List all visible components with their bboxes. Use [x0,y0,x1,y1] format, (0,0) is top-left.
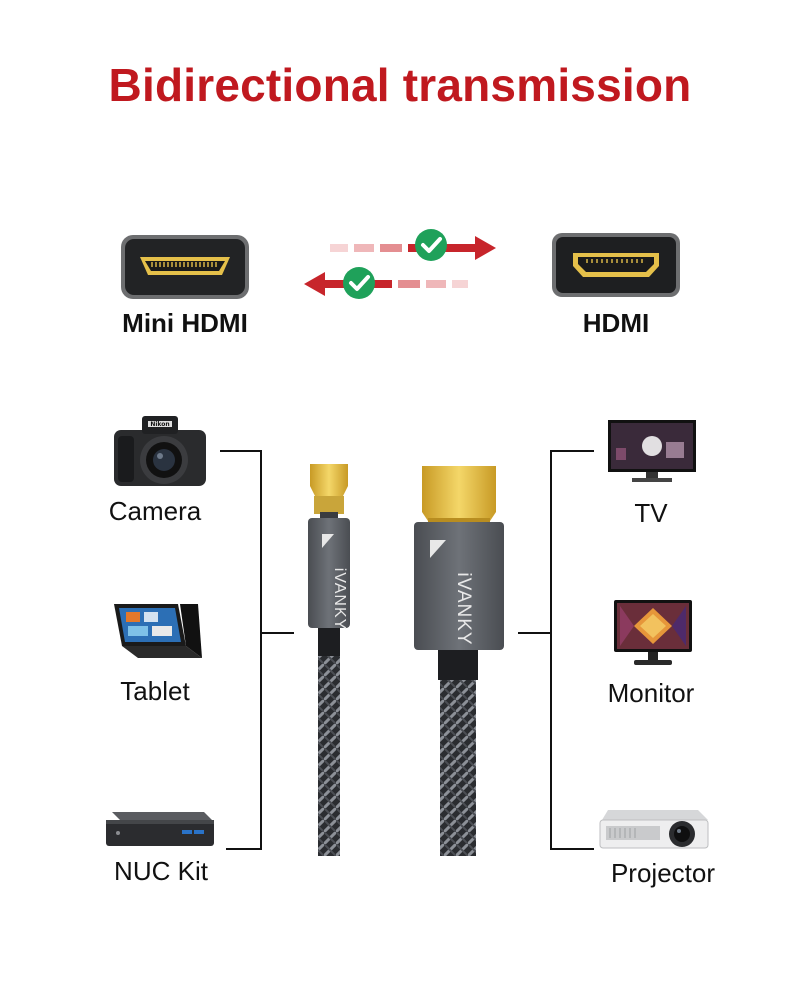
right-bracket-bottom [550,848,594,850]
tv-icon [608,420,696,482]
mini-hdmi-port-icon [121,235,249,299]
arrow-left-icon [304,272,468,296]
check-icon [343,267,375,299]
brand-label-hdmi: iVANKY [453,572,474,646]
left-bracket-vertical [260,450,262,850]
device-label-camera: Camera [108,496,202,526]
monitor-icon [614,600,692,665]
projector-icon [599,810,709,849]
right-bracket-top [550,450,594,452]
device-label-monitor: Monitor [607,678,695,708]
hdmi-port-icon [552,233,680,297]
mini-hdmi-label: Mini HDMI [122,308,248,338]
device-label-projector: Projector [610,858,716,888]
device-label-nuc-kit: NUC Kit [114,856,208,886]
nuc-kit-icon [106,812,214,846]
left-bracket-bottom [226,848,262,850]
device-label-tv: TV [634,498,668,528]
hdmi-label: HDMI [582,308,650,338]
right-bracket-vertical [550,450,552,850]
tablet-icon [114,604,202,658]
left-bracket-top [220,450,262,452]
camera-icon: Nikon [114,416,206,486]
camera-brand-text: Nikon [150,421,169,428]
left-bracket-connector [260,632,294,634]
right-bracket-connector [518,632,552,634]
brand-label-mini: iVANKY [331,567,348,631]
cable-illustration [308,464,504,856]
page-title: Bidirectional transmission [108,59,692,111]
device-label-tablet: Tablet [120,676,190,706]
check-icon [415,229,447,261]
